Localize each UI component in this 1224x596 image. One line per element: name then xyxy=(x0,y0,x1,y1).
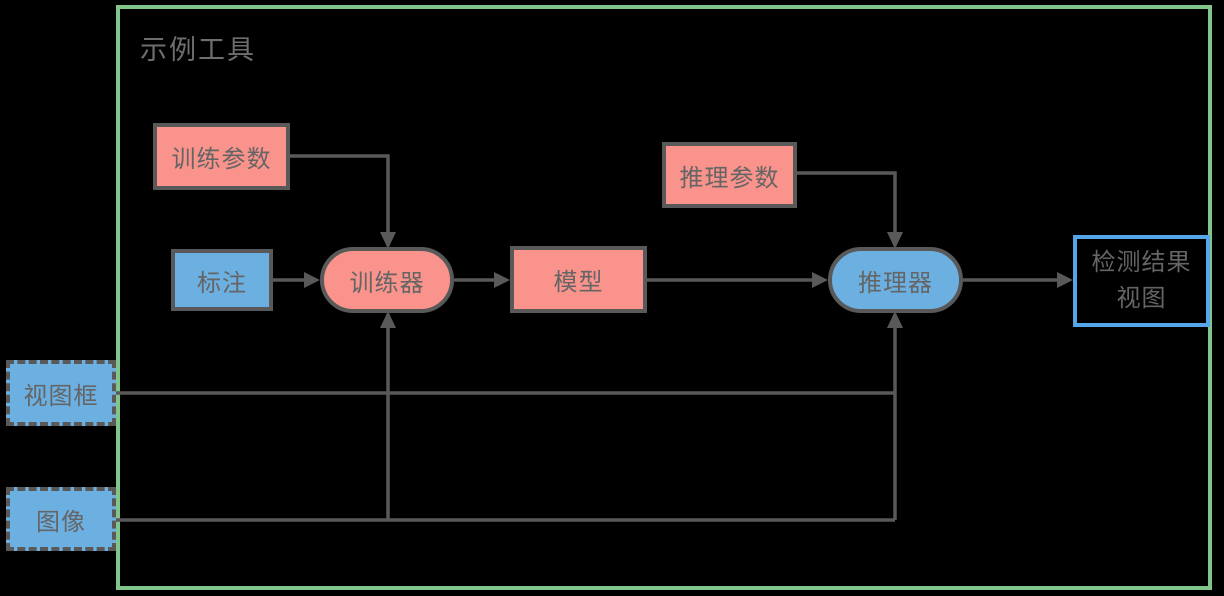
node-inferencer-label: 推理器 xyxy=(858,269,933,297)
node-inferencer: 推理器 xyxy=(828,247,963,313)
node-annotation-label: 标注 xyxy=(197,269,247,297)
node-result-view-label-line1: 检测结果 xyxy=(1091,249,1192,276)
node-image: 图像 xyxy=(6,487,116,551)
node-inference-params: 推理参数 xyxy=(662,142,797,208)
node-training-params-label: 训练参数 xyxy=(171,146,272,173)
node-model-label: 模型 xyxy=(553,269,604,296)
node-trainer-label: 训练器 xyxy=(349,269,425,297)
group-container-box xyxy=(116,5,1212,590)
node-training-params: 训练参数 xyxy=(153,123,290,190)
node-model: 模型 xyxy=(510,246,647,313)
node-inference-params-label: 推理参数 xyxy=(679,164,780,192)
node-annotation: 标注 xyxy=(171,249,273,311)
node-trainer: 训练器 xyxy=(320,247,454,313)
group-title: 示例工具 xyxy=(140,35,256,65)
node-view-frame: 视图框 xyxy=(6,360,116,426)
node-view-frame-label: 视图框 xyxy=(23,382,99,410)
node-result-view-label-line2: 视图 xyxy=(1116,285,1167,312)
node-result-view: 检测结果 视图 xyxy=(1073,235,1210,327)
node-image-label: 图像 xyxy=(36,508,86,536)
